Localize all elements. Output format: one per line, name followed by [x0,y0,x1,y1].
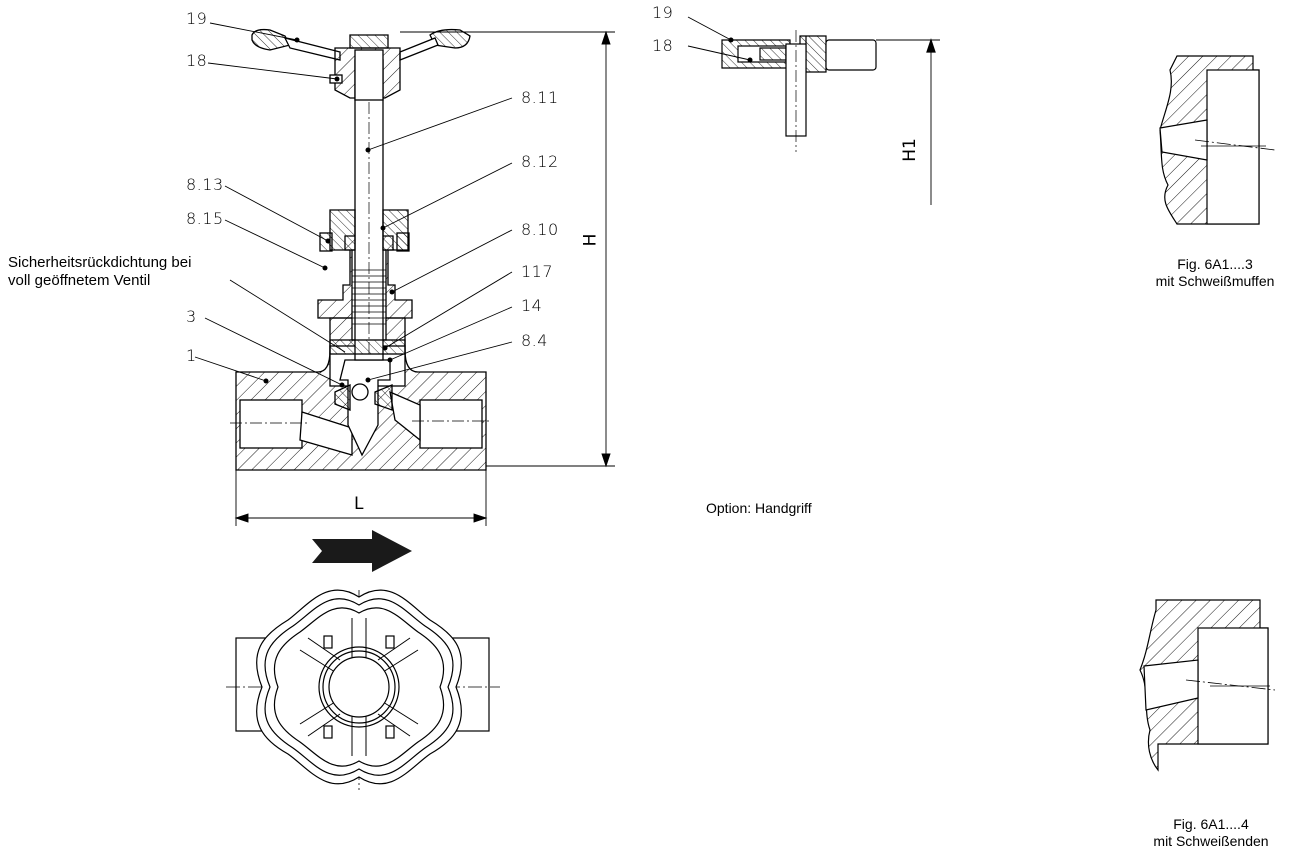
handle-option-view [687,16,940,205]
label-part-8-13: 8.13 [186,175,224,194]
fig4-caption-line1: Fig. 6A1....4 [1173,816,1249,832]
dimension-h-label: H [580,233,601,247]
label-part-19: 19 [186,9,208,28]
safety-backseal-note-line2: voll geöffnetem Ventil [8,272,151,289]
label-part-8-15: 8.15 [186,209,224,228]
fig3-caption-line2: mit Schweißmuffen [1155,273,1275,289]
fig3-caption-line1: Fig. 6A1....3 [1177,256,1253,272]
label-part-8-4: 8.4 [521,331,548,350]
label-part-117: 117 [521,262,554,281]
handle-label-part-18: 18 [652,36,674,55]
leader-lines-main [194,22,513,386]
label-part-1: 1 [186,346,197,365]
dimension-h [400,30,615,468]
dimension-h1-label: H1 [899,138,920,162]
handle-option-caption: Option: Handgriff [706,500,812,516]
handle-label-part-19: 19 [652,3,674,22]
dimension-l-label: L [354,494,364,514]
label-part-8-10: 8.10 [521,220,559,239]
safety-backseal-note-line1: Sicherheitsrückdichtung bei [8,254,192,271]
fig4-detail [1139,599,1276,772]
valve-top-view [226,589,500,790]
label-part-8-11: 8.11 [521,88,559,107]
valve-section-view [230,28,492,471]
dimension-l [234,470,488,526]
fig4-caption-line2: mit Schweißenden [1153,833,1269,849]
fig3-detail [1159,55,1276,225]
label-part-18: 18 [186,51,208,70]
label-part-3: 3 [186,307,197,326]
flow-direction-arrow [312,530,412,572]
label-part-8-12: 8.12 [521,152,559,171]
fig4-caption: Fig. 6A1....4 mit Schweißenden [1136,816,1286,850]
fig3-caption: Fig. 6A1....3 mit Schweißmuffen [1140,256,1290,290]
label-part-14: 14 [521,296,543,315]
